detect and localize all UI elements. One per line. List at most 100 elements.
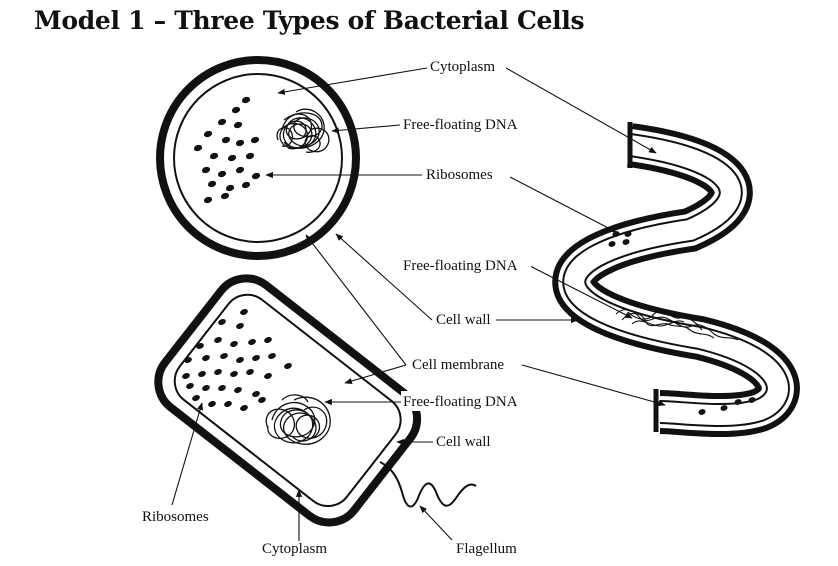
- leader-flagellum: [419, 505, 453, 541]
- ribosome-dot: [203, 130, 213, 138]
- label-dna-sphere: Free-floating DNA: [403, 117, 518, 133]
- ribosome-dot: [224, 401, 232, 407]
- ribosome-dot: [230, 341, 238, 347]
- ribosome-dot: [748, 397, 756, 403]
- ribosome-dot: [214, 369, 222, 375]
- leader-membrane-spiral: [521, 364, 666, 407]
- ribosome-dot: [241, 181, 251, 189]
- leader-cellwall-sphere: [335, 233, 433, 321]
- ribosome-dot: [236, 323, 244, 329]
- ribosome-dot: [214, 337, 222, 343]
- ribosome-dot: [217, 118, 227, 126]
- ribosome-dot: [264, 373, 272, 379]
- rod-flagellum: [379, 461, 477, 508]
- ribosome-dot: [241, 96, 251, 104]
- ribosome-dot: [252, 391, 260, 397]
- label-flagellum: Flagellum: [456, 541, 517, 557]
- ribosome-dot: [193, 144, 203, 152]
- ribosome-dot: [252, 355, 260, 361]
- ribosome-dot: [203, 196, 213, 204]
- ribosome-dot: [220, 192, 230, 200]
- ribosome-dot: [258, 397, 266, 403]
- leader-membrane-sphere: [305, 234, 407, 366]
- ribosome-dot: [192, 395, 200, 401]
- leader-cytoplasm-spiral: [505, 67, 657, 154]
- ribosome-dot: [217, 170, 227, 178]
- leader-ribosomes-spiral: [509, 176, 617, 233]
- ribosome-dot: [240, 309, 248, 315]
- labels: Cytoplasm Free-floating DNA Ribosomes Fr…: [142, 59, 518, 557]
- spherical-cell: [156, 56, 360, 260]
- ribosome-dot: [230, 371, 238, 377]
- ribosome-dot: [248, 339, 256, 345]
- spherical-dna: [276, 108, 330, 153]
- label-cytoplasm-top: Cytoplasm: [430, 59, 495, 75]
- ribosome-dot: [268, 353, 276, 359]
- ribosome-dot: [251, 172, 261, 180]
- ribosome-dot: [209, 152, 219, 160]
- leader-dna-sphere: [331, 124, 401, 134]
- leader-cytoplasm-sphere: [277, 67, 428, 95]
- label-ribosomes-sphere: Ribosomes: [426, 167, 493, 183]
- ribosome-dot: [698, 409, 706, 415]
- ribosome-dot: [202, 355, 210, 361]
- ribosome-dot: [218, 319, 226, 325]
- leader-dna-spiral: [529, 265, 633, 319]
- ribosome-dot: [245, 152, 255, 160]
- ribosome-dot: [250, 136, 260, 144]
- ribosome-dot: [235, 139, 245, 147]
- ribosome-dot: [198, 371, 206, 377]
- spherical-cell-membrane: [173, 73, 343, 243]
- rod-dna: [265, 394, 331, 445]
- ribosome-dot: [734, 399, 742, 405]
- ribosome-dot: [234, 387, 242, 393]
- ribosome-dot: [227, 154, 237, 162]
- ribosome-dot: [246, 369, 254, 375]
- ribosome-dot: [284, 363, 292, 369]
- ribosome-dot: [231, 106, 241, 114]
- ribosome-dot: [608, 241, 616, 247]
- rod-cell-wall: [154, 274, 422, 527]
- label-cellwall-middle: Cell wall: [436, 312, 491, 328]
- spiral-cell-wall: [552, 123, 800, 438]
- ribosome-dot: [624, 231, 632, 237]
- ribosome-dot: [201, 166, 211, 174]
- ribosome-dot: [196, 343, 204, 349]
- spiral-cell: [552, 122, 800, 438]
- label-ribosomes-rod: Ribosomes: [142, 509, 209, 525]
- ribosome-dot: [233, 121, 243, 129]
- ribosome-dot: [184, 357, 192, 363]
- ribosome-dot: [622, 239, 630, 245]
- spherical-cell-wall: [156, 56, 360, 260]
- ribosome-dot: [235, 166, 245, 174]
- ribosome-dot: [220, 353, 228, 359]
- rod-cell: [154, 274, 477, 527]
- ribosome-dot: [225, 184, 235, 192]
- leader-membrane-rod: [344, 364, 407, 384]
- spherical-ribosomes: [193, 96, 261, 204]
- label-dna-rod: Free-floating DNA: [403, 394, 518, 410]
- ribosome-dot: [186, 383, 194, 389]
- label-dna-spiral: Free-floating DNA: [403, 258, 518, 274]
- ribosome-dot: [182, 373, 190, 379]
- ribosome-dot: [208, 401, 216, 407]
- diagram-title: Model 1 – Three Types of Bacterial Cells: [34, 6, 585, 35]
- rod-ribosomes: [182, 309, 292, 411]
- ribosome-dot: [612, 231, 620, 237]
- ribosome-dot: [202, 385, 210, 391]
- leader-ribosomes-rod: [171, 402, 203, 506]
- ribosome-dot: [240, 405, 248, 411]
- rod-cell-membrane: [173, 293, 402, 508]
- ribosome-dot: [207, 180, 217, 188]
- label-cellwall-rod: Cell wall: [436, 434, 491, 450]
- ribosome-dot: [720, 405, 728, 411]
- label-cytoplasm-rod: Cytoplasm: [262, 541, 327, 557]
- spiral-ribosomes: [608, 231, 756, 415]
- label-cell-membrane: Cell membrane: [412, 357, 504, 373]
- ribosome-dot: [221, 136, 231, 144]
- leader-lines: [171, 67, 666, 541]
- ribosome-dot: [264, 337, 272, 343]
- spiral-dna: [615, 309, 739, 341]
- ribosome-dot: [218, 385, 226, 391]
